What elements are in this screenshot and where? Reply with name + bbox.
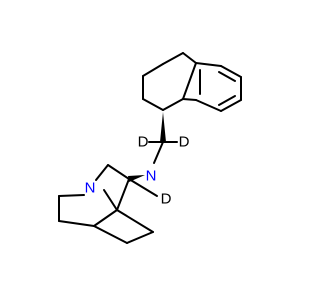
bond xyxy=(93,209,118,227)
bond xyxy=(116,209,154,233)
bond xyxy=(95,164,109,181)
bond xyxy=(142,63,164,77)
bond xyxy=(162,98,184,111)
wedge-bond xyxy=(160,112,166,142)
bond xyxy=(142,98,164,111)
bond xyxy=(128,178,158,197)
bond xyxy=(220,65,242,78)
deuterium-label-left: D xyxy=(138,134,149,151)
bond xyxy=(195,62,222,67)
tetralin-ring-bonds xyxy=(142,52,197,111)
bond xyxy=(103,189,118,211)
bond xyxy=(182,98,197,101)
deuterium-label-right: D xyxy=(179,134,190,151)
bond xyxy=(182,62,197,100)
amine-nitrogen-label: N xyxy=(146,168,157,185)
background xyxy=(0,0,300,300)
bridgehead-nitrogen-label: N xyxy=(85,180,96,197)
bond xyxy=(126,231,154,244)
molecule-structure: D D N D N xyxy=(0,0,300,300)
bond xyxy=(220,99,242,112)
deuterium-label-lower: D xyxy=(161,191,172,208)
bond xyxy=(93,225,128,244)
bond xyxy=(58,220,95,227)
bond xyxy=(162,52,184,65)
bond xyxy=(116,178,130,211)
bond xyxy=(107,164,130,180)
aromatic-inner-bond xyxy=(218,95,236,106)
quinuclidine-bonds xyxy=(58,164,154,244)
bond xyxy=(195,99,222,112)
aromatic-inner-bond xyxy=(218,71,236,82)
bond xyxy=(58,194,85,197)
bond xyxy=(153,141,164,164)
bond xyxy=(182,52,197,64)
aromatic-ring-bonds xyxy=(182,62,242,112)
